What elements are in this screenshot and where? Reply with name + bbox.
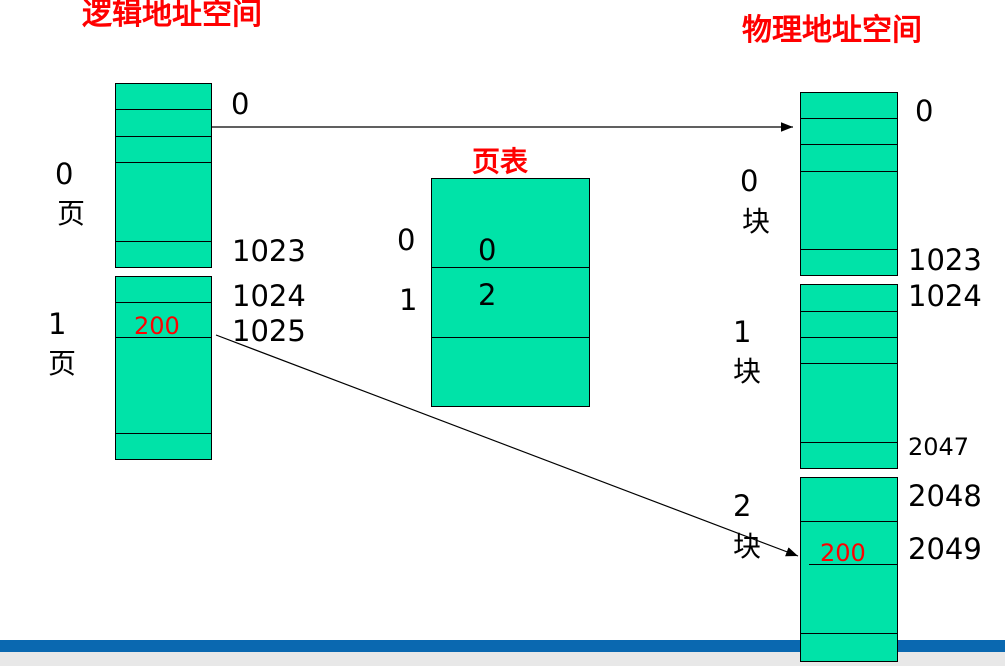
physical-addr-1023: 1023 (908, 243, 982, 277)
block-1-unit: 块 (733, 355, 762, 388)
page-table-block-1: 2 (478, 278, 497, 312)
physical-space-title: 物理地址空间 (742, 13, 922, 48)
physical-offset: 200 (820, 539, 866, 567)
physical-addr-2047: 2047 (908, 433, 970, 461)
page-0-unit: 页 (57, 197, 86, 230)
footer-bar (0, 640, 1005, 652)
page-table-title: 页表 (472, 145, 529, 178)
logical-page-1 (115, 276, 212, 460)
page-table-block-0: 0 (478, 233, 497, 267)
page-0-number: 0 (55, 157, 74, 191)
block-0-unit: 块 (742, 205, 771, 238)
page-1-number: 1 (48, 307, 67, 341)
page-table-page-0: 0 (397, 223, 416, 257)
page-1-unit: 页 (48, 347, 77, 380)
logical-addr-1025: 1025 (232, 314, 306, 348)
logical-page-0 (115, 83, 212, 268)
block-1-number: 1 (733, 315, 752, 349)
physical-addr-0: 0 (915, 94, 934, 128)
physical-addr-2048: 2048 (908, 479, 982, 513)
block-0-number: 0 (740, 164, 759, 198)
logical-offset: 200 (134, 312, 180, 340)
page-table-page-1: 1 (399, 283, 418, 317)
physical-addr-2049: 2049 (908, 532, 982, 566)
physical-block-1 (800, 284, 898, 469)
block-2-number: 2 (733, 489, 752, 523)
physical-block-0 (800, 92, 898, 276)
logical-space-title: 逻辑地址空间 (82, 0, 262, 32)
logical-addr-1023: 1023 (232, 234, 306, 268)
footer-strip (0, 652, 1005, 666)
logical-addr-0: 0 (231, 87, 250, 121)
logical-addr-1024: 1024 (232, 279, 306, 313)
arrow-page1-to-block2 (215, 334, 799, 557)
physical-addr-1024: 1024 (908, 279, 982, 313)
page-table (431, 178, 590, 407)
physical-block-2-bottom (800, 620, 898, 662)
